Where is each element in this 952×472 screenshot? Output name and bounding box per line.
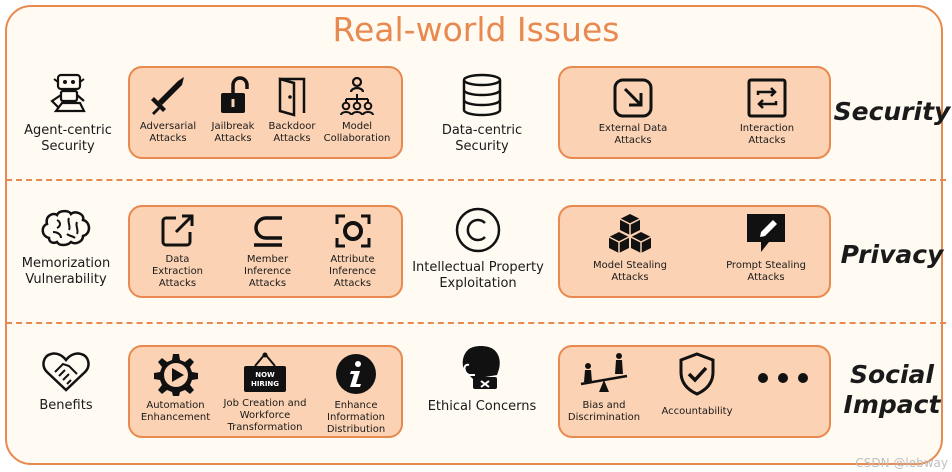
benefits-label: Benefits bbox=[39, 398, 93, 413]
more-items bbox=[748, 360, 818, 394]
seesaw-icon bbox=[580, 353, 628, 392]
row-title-social-line1: Social bbox=[849, 360, 934, 389]
boxing-glove-icon bbox=[462, 346, 500, 389]
privacy-attacks-box bbox=[128, 205, 403, 298]
automation-enhancement: Automation Enhancement bbox=[138, 352, 213, 424]
sword-icon bbox=[151, 77, 184, 115]
row-title-privacy: Privacy bbox=[840, 240, 944, 269]
exchange-icon bbox=[747, 78, 787, 118]
brain-icon bbox=[41, 209, 91, 247]
row-title-security: Security bbox=[833, 97, 951, 126]
agent-centric-label: Agent-centric Security bbox=[24, 123, 112, 154]
attribute-inference-attacks: Attribute Inference Attacks bbox=[315, 212, 390, 290]
ethical-concerns-label: Ethical Concerns bbox=[427, 399, 537, 414]
row-title-social-line2: Impact bbox=[843, 390, 941, 419]
agent-centric-security: Agent-centric Security bbox=[12, 73, 124, 155]
ethical-concerns: Ethical Concerns bbox=[420, 343, 544, 415]
stealing-attacks-box bbox=[558, 205, 831, 298]
jailbreak-label: Jailbreak Attacks bbox=[211, 121, 255, 144]
more-dots-icon bbox=[758, 373, 808, 383]
edit-comment-icon bbox=[747, 214, 785, 252]
subset-icon bbox=[253, 216, 282, 247]
network-icon bbox=[340, 76, 374, 116]
member-inference-label: Member Inference Attacks bbox=[244, 254, 291, 289]
door-icon bbox=[278, 77, 306, 117]
external-data-attacks: External Data Attacks bbox=[585, 77, 681, 147]
interaction-label: Interaction Attacks bbox=[739, 123, 795, 146]
enhance-information-distribution: Enhance Information Distribution bbox=[316, 352, 396, 436]
now-hiring-sign-icon: NOW HIRING bbox=[244, 352, 286, 392]
memorization-vulnerability: Memorization Vulnerability bbox=[12, 208, 120, 288]
accountability-label: Accountability bbox=[661, 406, 733, 417]
job-creation: NOW HIRING Job Creation and Workforce Tr… bbox=[223, 352, 307, 434]
attribute-inference-label: Attribute Inference Attacks bbox=[329, 254, 376, 289]
svg-text:NOW: NOW bbox=[255, 371, 275, 379]
copyright-icon bbox=[455, 207, 501, 253]
accountability: Accountability bbox=[655, 352, 739, 418]
row-title-social-impact: Social Impact bbox=[832, 360, 952, 420]
data-extraction-attacks: Data Extraction Attacks bbox=[140, 212, 215, 290]
external-data-label: External Data Attacks bbox=[598, 123, 668, 146]
prompt-stealing-label: Prompt Stealing Attacks bbox=[726, 260, 806, 283]
scan-icon bbox=[335, 214, 370, 248]
memorization-label: Memorization Vulnerability bbox=[21, 256, 111, 287]
prompt-stealing-attacks: Prompt Stealing Attacks bbox=[720, 212, 812, 284]
model-collaboration: Model Collaboration bbox=[321, 75, 393, 145]
adversarial-label: Adversarial Attacks bbox=[139, 121, 197, 144]
row-divider-2 bbox=[6, 322, 946, 324]
adversarial-attacks: Adversarial Attacks bbox=[133, 75, 203, 145]
automation-label: Automation Enhancement bbox=[140, 400, 211, 423]
member-inference-attacks: Member Inference Attacks bbox=[230, 212, 305, 290]
data-centric-security: Data-centric Security bbox=[420, 73, 544, 155]
backdoor-label: Backdoor Attacks bbox=[268, 121, 316, 144]
svg-text:HIRING: HIRING bbox=[251, 380, 279, 388]
row-divider-1 bbox=[6, 179, 946, 181]
jailbreak-attacks: Jailbreak Attacks bbox=[203, 75, 263, 145]
data-centric-label: Data-centric Security bbox=[441, 123, 523, 154]
job-creation-label: Job Creation and Workforce Transformatio… bbox=[223, 398, 307, 433]
model-stealing-attacks: Model Stealing Attacks bbox=[585, 212, 675, 284]
cubes-icon bbox=[608, 214, 652, 253]
shield-check-icon bbox=[679, 352, 715, 396]
bias-label: Bias and Discrimination bbox=[567, 400, 641, 423]
database-icon bbox=[462, 73, 502, 117]
data-extraction-label: Data Extraction Attacks bbox=[151, 254, 204, 289]
benefits: Benefits bbox=[14, 350, 118, 414]
page-title: Real-world Issues bbox=[332, 10, 620, 49]
backdoor-attacks: Backdoor Attacks bbox=[263, 75, 321, 145]
enhance-info-label: Enhance Information Distribution bbox=[326, 400, 386, 435]
handshake-heart-icon bbox=[42, 352, 90, 392]
interaction-attacks: Interaction Attacks bbox=[722, 77, 812, 147]
model-collaboration-label: Model Collaboration bbox=[323, 121, 391, 144]
external-link-icon bbox=[161, 214, 193, 247]
watermark: CSDN @lebway bbox=[855, 456, 948, 470]
model-stealing-label: Model Stealing Attacks bbox=[593, 260, 667, 283]
unlock-icon bbox=[221, 76, 249, 113]
intellectual-property-exploitation: Intellectual Property Exploitation bbox=[404, 206, 552, 292]
robot-icon bbox=[50, 73, 86, 113]
info-icon bbox=[336, 354, 376, 394]
import-arrow-icon bbox=[613, 78, 653, 118]
bias-and-discrimination: Bias and Discrimination bbox=[565, 352, 643, 424]
gear-play-icon bbox=[153, 354, 198, 396]
ip-exploitation-label: Intellectual Property Exploitation bbox=[412, 260, 544, 291]
